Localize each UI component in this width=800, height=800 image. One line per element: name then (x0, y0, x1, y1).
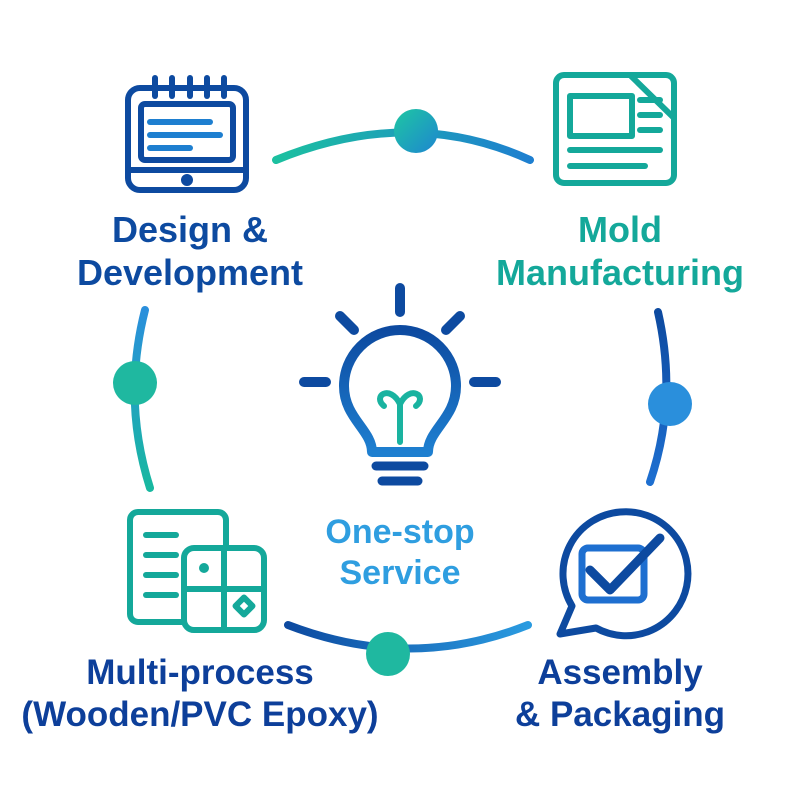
node-top (394, 109, 438, 153)
stage-label-mold: Mold Manufacturing (470, 208, 770, 294)
center-label-line: One-stop (325, 513, 475, 551)
stage-label-line: Manufacturing (496, 252, 744, 294)
stage-label-line: & Packaging (514, 695, 726, 734)
stage-label-line: (Wooden/PVC Epoxy) (21, 695, 379, 734)
stage-label-line: Design & (111, 209, 269, 250)
stage-label-assembly: Assembly & Packaging (470, 652, 770, 736)
laptop-calendar-icon (125, 75, 249, 193)
stage-label-line: Assembly (537, 653, 703, 692)
stage-label-line: Mold (578, 209, 662, 250)
node-right (648, 382, 692, 426)
center-label-line: Service (339, 553, 461, 592)
stage-label-design: Design & Development (40, 208, 340, 294)
mold-blueprint-icon (553, 72, 677, 186)
center-label: One-stop Service (290, 512, 510, 594)
stage-label-line: Multi-process (86, 653, 314, 692)
stage-label-line: Development (76, 252, 304, 294)
stage-label-multi-process: Multi-process (Wooden/PVC Epoxy) (0, 652, 400, 736)
lightbulb-icon (299, 283, 501, 486)
checkbox-speech-bubble-icon (556, 508, 692, 640)
document-chip-icon (127, 509, 267, 633)
node-bottom (366, 632, 410, 676)
node-left (113, 361, 157, 405)
